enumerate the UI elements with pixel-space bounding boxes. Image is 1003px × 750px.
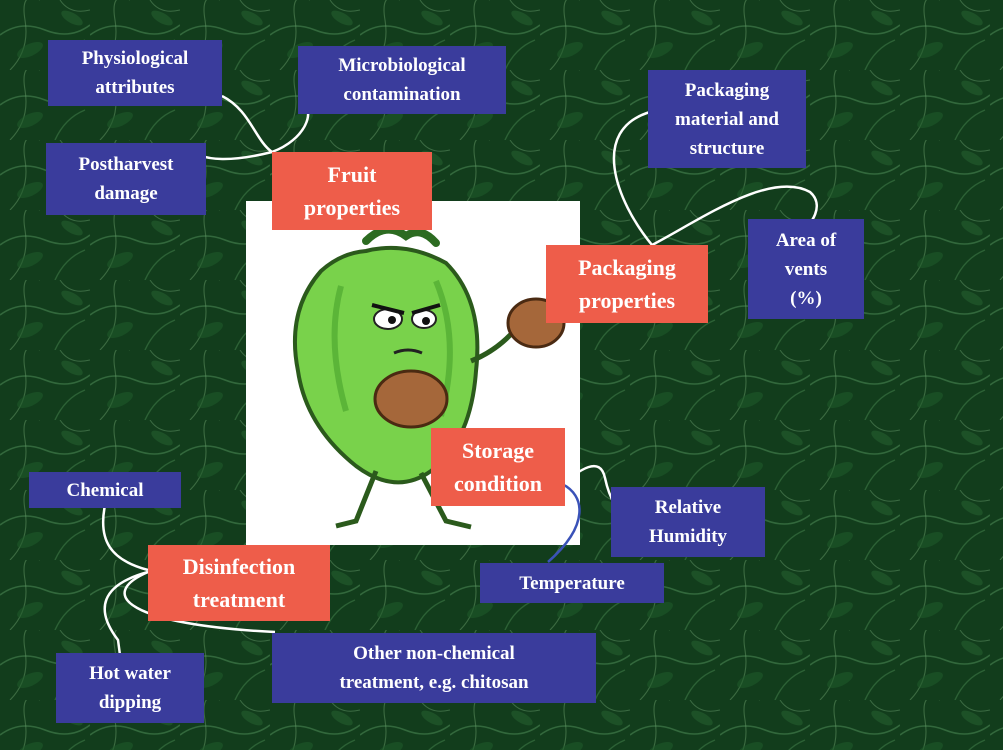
factor-packaging-material: Packaging material and structure xyxy=(648,70,806,168)
category-disinfection-treatment: Disinfection treatment xyxy=(148,545,330,621)
factor-microbiological-contamination: Microbiological contamination xyxy=(298,46,506,114)
pepper-illustration-panel xyxy=(246,201,580,545)
factor-postharvest-damage: Postharvest damage xyxy=(46,143,206,215)
category-storage-condition: Storage condition xyxy=(431,428,565,506)
factor-area-of-vents: Area of vents (%) xyxy=(748,219,864,319)
factor-physiological-attributes: Physiological attributes xyxy=(48,40,222,106)
factor-temperature: Temperature xyxy=(480,563,664,603)
boxing-pepper-icon xyxy=(292,225,566,530)
factor-chemical: Chemical xyxy=(29,472,181,508)
factor-other-non-chemical-treatment: Other non-chemical treatment, e.g. chito… xyxy=(272,633,596,703)
category-packaging-properties: Packaging properties xyxy=(546,245,708,323)
category-fruit-properties: Fruit properties xyxy=(272,152,432,230)
factor-relative-humidity: Relative Humidity xyxy=(611,487,765,557)
factor-hot-water-dipping: Hot water dipping xyxy=(56,653,204,723)
